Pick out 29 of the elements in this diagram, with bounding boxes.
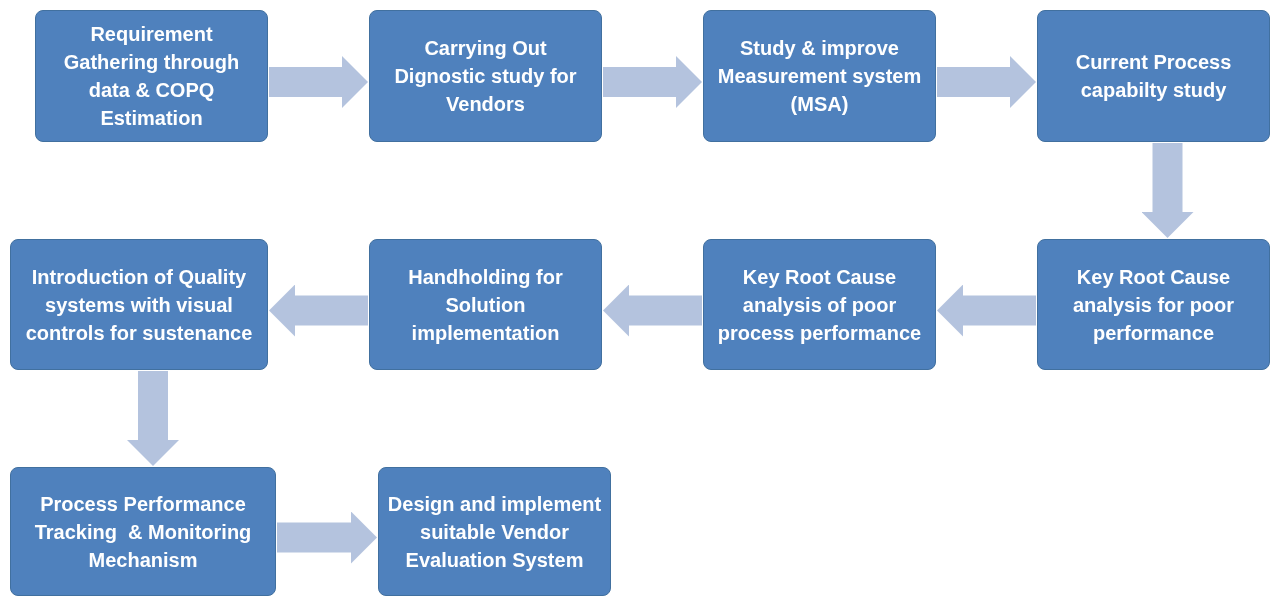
block-arrow [937,284,1036,337]
block-arrow [1141,143,1194,238]
process-box [703,10,936,142]
process-box [1037,239,1270,370]
block-arrow [603,284,702,337]
process-box [35,10,268,142]
step-text: Process Performance Tracking & Monitoring Mechanism [33,491,253,573]
block-arrow [277,511,377,564]
process-box [369,10,602,142]
block-arrow [603,56,702,108]
block-arrow [269,56,368,108]
process-box [10,239,268,370]
process-box [1037,10,1270,142]
step-text: Handholding for Solution implementation [407,264,564,346]
step-text: Carrying Out Dignostic study for Vendors [393,36,578,117]
process-box [10,467,276,596]
block-arrow [127,371,179,466]
block-arrow [937,56,1036,108]
step-text: Key Root Cause analysis of poor process performance [716,264,923,346]
step-text: Design and implement suitable Vendor Evaluation System [387,491,602,573]
step-text: Current Process capabilty study [1074,50,1233,103]
step-text: Key Root Cause analysis for poor performance [1071,264,1236,346]
step-text: Requirement Gathering through data & COPQ Estimation [62,22,241,131]
step-text: Study & improve Measurement system (MSA) [716,36,923,117]
block-arrow [269,284,368,337]
step-text: Introduction of Quality systems with visual controls for sustenance [24,264,254,346]
process-box [369,239,602,370]
process-box [378,467,611,596]
process-box [703,239,936,370]
